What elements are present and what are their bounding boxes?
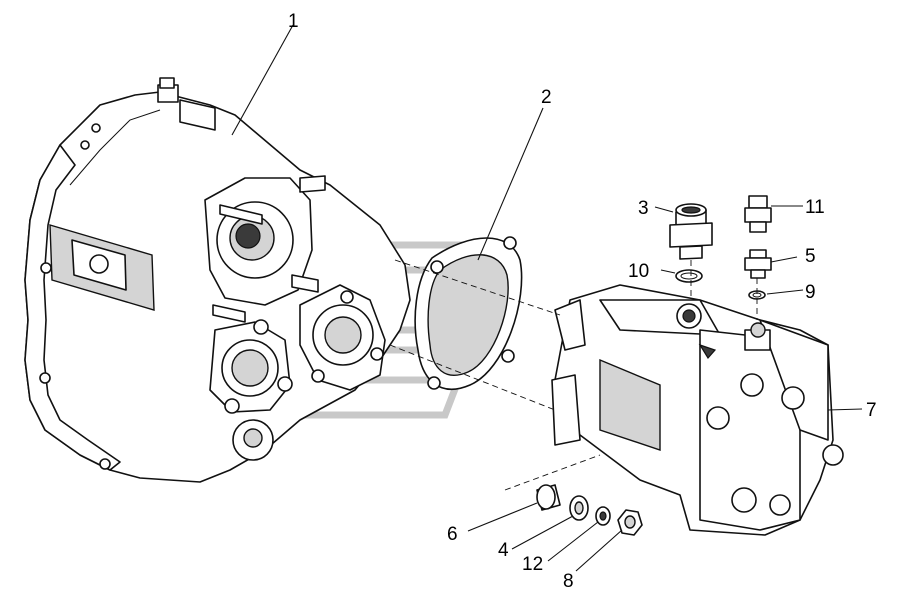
nut-part bbox=[617, 509, 643, 536]
callout-8: 8 bbox=[563, 571, 574, 592]
callout-3: 3 bbox=[638, 198, 649, 219]
fitting-part bbox=[669, 203, 713, 260]
callout-1: 1 bbox=[288, 11, 299, 32]
pump-mount-flange bbox=[299, 284, 386, 391]
flat-washer-part bbox=[569, 495, 589, 521]
callout-12: 12 bbox=[522, 554, 543, 575]
callout-11: 11 bbox=[805, 197, 825, 218]
o-ring-part bbox=[675, 269, 703, 283]
gasket-part bbox=[414, 236, 523, 391]
callout-10: 10 bbox=[628, 261, 649, 282]
callout-7: 7 bbox=[866, 400, 877, 421]
callout-4: 4 bbox=[498, 540, 509, 561]
sensor-part bbox=[744, 195, 772, 233]
callout-5: 5 bbox=[805, 246, 816, 267]
nipple-part bbox=[744, 249, 772, 279]
bushing-part bbox=[536, 484, 561, 511]
lock-washer-part bbox=[595, 506, 611, 526]
leader-lines bbox=[231, 24, 863, 572]
callout-6: 6 bbox=[447, 524, 458, 545]
hydraulic-pump-part bbox=[551, 284, 844, 536]
callout-2: 2 bbox=[541, 87, 552, 108]
callout-9: 9 bbox=[805, 282, 816, 303]
assembly-axis-lines bbox=[389, 259, 758, 491]
gearbox-housing-part bbox=[24, 77, 411, 483]
